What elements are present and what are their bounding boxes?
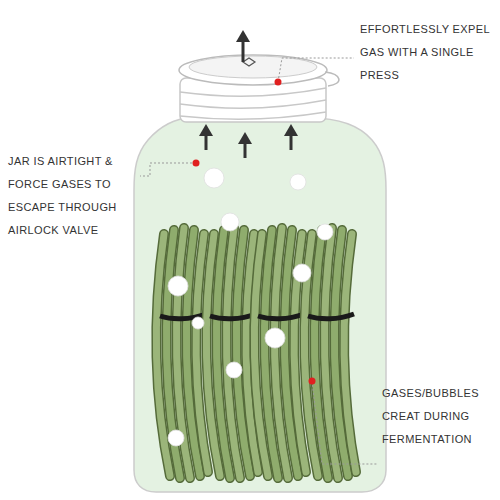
jar-callout: JAR IS AIRTIGHT & FORCE GASES TO ESCAPE … [8,150,136,242]
lid-callout: EFFORTLESSLY EXPEL GAS WITH A SINGLE PRE… [360,18,496,87]
bubbles-callout: GASES/BUBBLES CREAT DURING FERMENTATION [382,382,494,451]
